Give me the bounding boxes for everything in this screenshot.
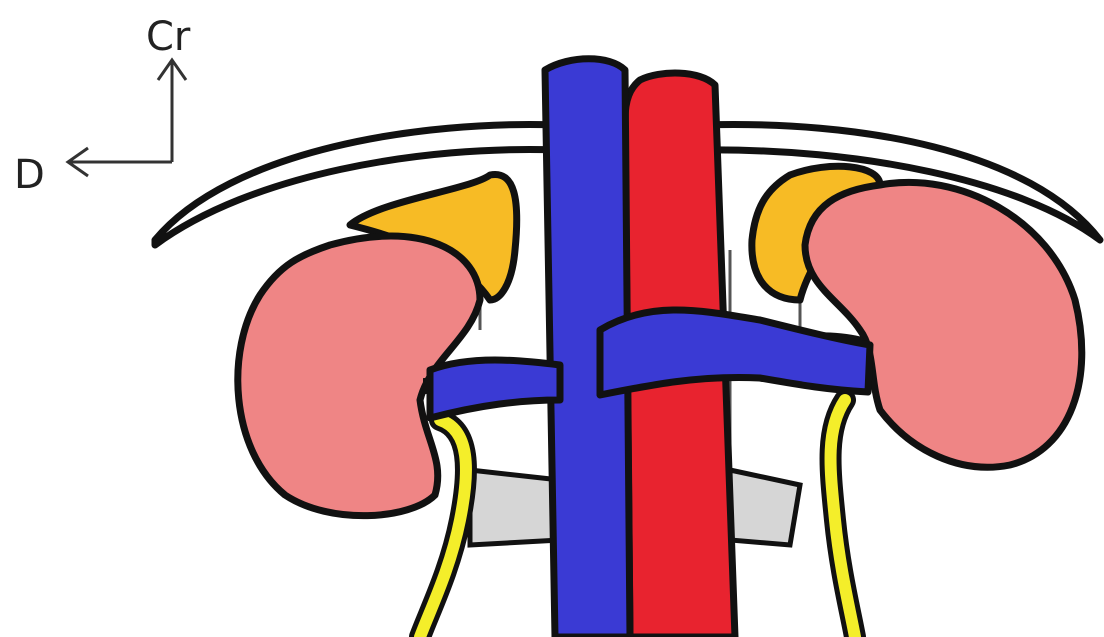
vertebra: [730, 470, 800, 545]
left-renal-vein: [600, 310, 870, 395]
dexter-arrow: [68, 148, 172, 176]
orientation-compass: Cr D: [14, 14, 191, 198]
right-renal-vein: [430, 360, 560, 418]
dexter-label: D: [14, 152, 45, 198]
vertebra: [470, 470, 560, 545]
cranial-arrow: [158, 60, 186, 162]
cranial-label: Cr: [146, 14, 191, 60]
left-kidney: [805, 182, 1082, 467]
